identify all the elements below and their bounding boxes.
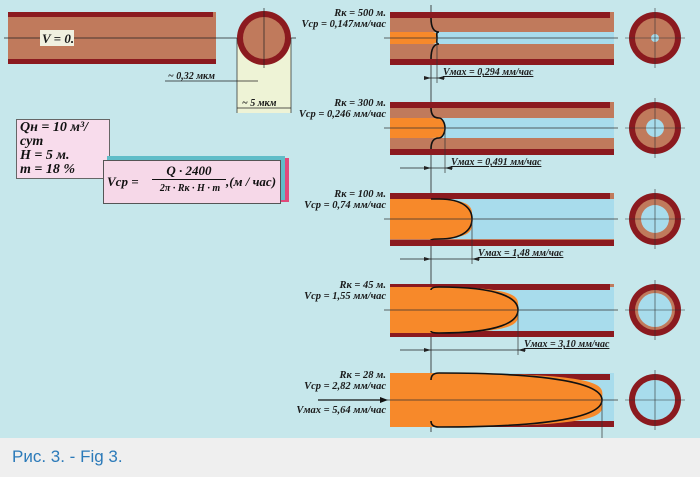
formula-denominator: 2π · Rк · H · m: [159, 183, 221, 194]
wall-thickness-label: ~ 0,32 мкм: [168, 71, 215, 82]
vcp-label: Vср = 0,74 мм/час: [304, 200, 386, 211]
vmax-label: Vмах = 0,491 мм/час: [451, 157, 542, 168]
figure-caption-bar: Рис. 3. - Fig 3.: [0, 438, 700, 477]
vmax-label: Vмах = 0,294 мм/час: [443, 67, 534, 78]
rk-label: Rк = 500 м.: [333, 8, 386, 19]
flow-rate: Qн = 10 м³/сут: [20, 120, 89, 149]
vcp-label: Vср = 1,55 мм/час: [304, 291, 386, 302]
pipe-cross-section: [625, 98, 685, 158]
rk-label: Rк = 28 м.: [338, 370, 386, 381]
formula-lhs: Vср =: [107, 174, 139, 189]
static-velocity-label: V = 0.: [42, 31, 74, 46]
vmax-label: Vмах = 3,10 мм/час: [524, 339, 610, 350]
velocity-formula: Vср = Q · 2400 2π · Rк · H · m ,(м / час…: [103, 160, 281, 204]
static-pipe: V = 0.: [4, 12, 296, 64]
rk-label: Rк = 45 м.: [338, 280, 386, 291]
pipe-cross-section: [625, 8, 685, 68]
formula-units: ,(м / час): [226, 174, 277, 189]
vcp-label: Vср = 0,147мм/час: [302, 19, 387, 30]
formula-numerator: Q · 2400: [152, 163, 226, 180]
parameters-box: Qн = 10 м³/сут H = 5 м. m = 18 %: [16, 119, 110, 179]
thickness: H = 5 м.: [20, 148, 70, 163]
diameter-label: ~ 5 мкм: [242, 98, 277, 109]
vmax-label: Vмах = 1,48 мм/час: [478, 248, 564, 259]
figure-caption: Рис. 3. - Fig 3.: [12, 447, 123, 466]
vmax-label: Vмах = 5,64 мм/час: [296, 405, 386, 416]
vcp-label: Vср = 0,246 мм/час: [299, 109, 386, 120]
porosity: m = 18 %: [20, 162, 76, 177]
pipe-cross-section: [625, 189, 685, 249]
pipe-cross-section: [625, 280, 685, 340]
vcp-label: Vср = 2,82 мм/час: [304, 381, 386, 392]
pipe-flow-diagram: V = 0. ~ 0,32 мкм ~ 5 мкм Rк = 500 м.Vср…: [4, 5, 685, 438]
rk-label: Rк = 100 м.: [333, 189, 386, 200]
rk-label: Rк = 300 м.: [333, 98, 386, 109]
static-pipe-section: ~ 0,32 мкм ~ 5 мкм: [165, 8, 292, 113]
pipe-cross-section: [625, 370, 685, 430]
